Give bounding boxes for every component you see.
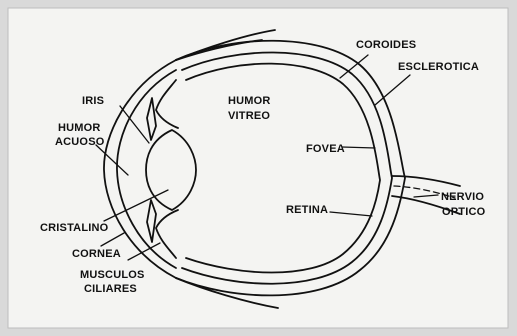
label-nervio-optico-line2: OPTICO (442, 206, 486, 218)
label-humor-acuoso-line2: ACUOSO (55, 136, 105, 148)
label-fovea: FOVEA (306, 143, 345, 155)
label-cornea: CORNEA (72, 248, 121, 260)
label-humor-vitreo-line2: VITREO (228, 110, 270, 122)
label-iris: IRIS (82, 95, 104, 107)
label-musculos-ciliares-line2: CILIARES (84, 283, 137, 295)
label-humor-vitreo-line1: HUMOR (228, 95, 271, 107)
label-musculos-ciliares-line1: MUSCULOS (80, 269, 145, 281)
label-cristalino: CRISTALINO (40, 222, 109, 234)
label-coroides: COROIDES (356, 39, 416, 51)
label-esclerotica: ESCLEROTICA (398, 61, 479, 73)
label-nervio-optico-line1: NERVIO (441, 191, 484, 203)
label-humor-acuoso-line1: HUMOR (58, 122, 101, 134)
label-retina: RETINA (286, 204, 328, 216)
